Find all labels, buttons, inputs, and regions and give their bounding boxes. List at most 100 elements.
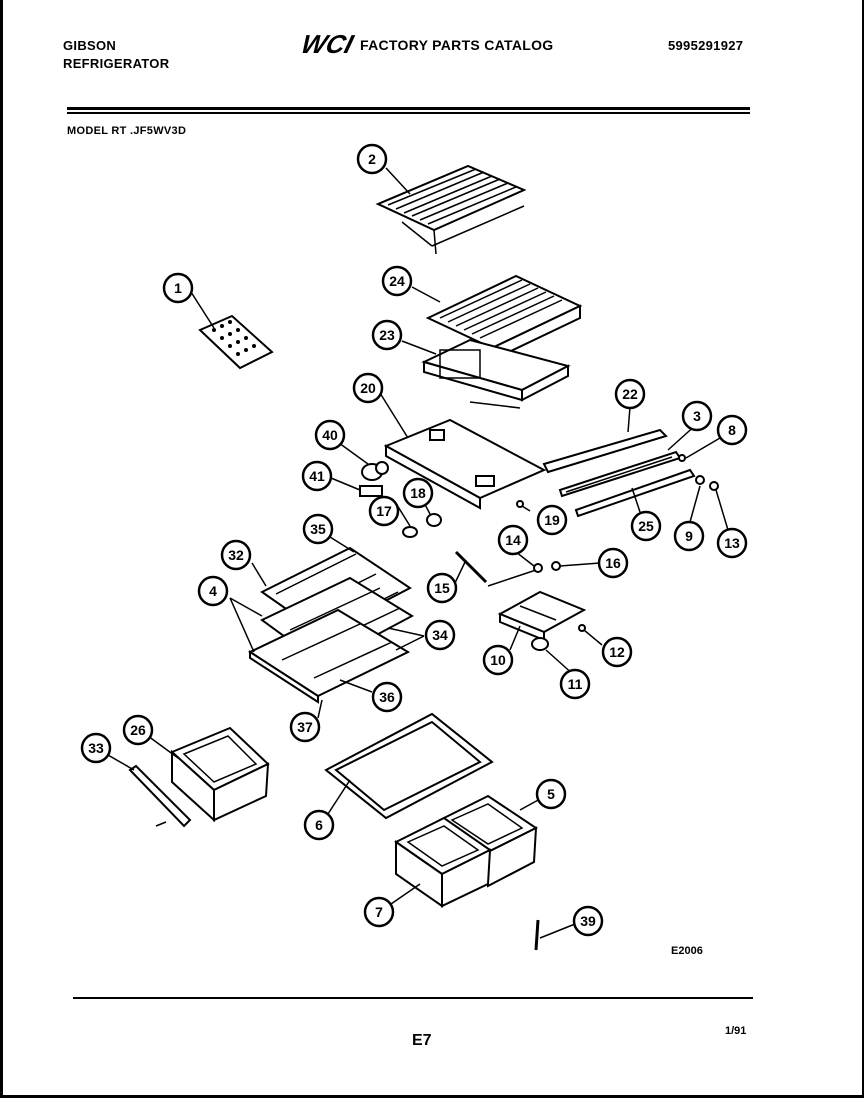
svg-text:7: 7 <box>375 904 383 920</box>
rail-part-33 <box>128 764 192 828</box>
catalog-title: FACTORY PARTS CATALOG <box>360 37 554 53</box>
housing-part-10 <box>497 590 587 642</box>
footer-rule <box>73 997 753 999</box>
egg-tray-part-1 <box>198 314 274 370</box>
wire-shelf-part-2 <box>375 164 527 255</box>
svg-text:8: 8 <box>728 422 736 438</box>
part-number: 5995291927 <box>668 38 744 53</box>
rail-part-22 <box>542 428 668 474</box>
callout-5: 5 <box>535 778 567 810</box>
svg-text:19: 19 <box>544 512 560 528</box>
callout-7: 7 <box>363 896 395 928</box>
callout-23: 23 <box>371 319 403 351</box>
svg-text:35: 35 <box>310 521 326 537</box>
svg-text:2: 2 <box>368 151 376 167</box>
callout-10: 10 <box>482 644 514 676</box>
callout-34: 34 <box>424 619 456 651</box>
screw-part-19 <box>516 500 524 508</box>
crisper-drawer-part-5 <box>438 794 538 888</box>
panel-part-20 <box>383 418 547 510</box>
svg-text:32: 32 <box>228 547 244 563</box>
model-label: MODEL RT .JF5WV3D <box>67 125 187 137</box>
callout-17: 17 <box>368 495 400 527</box>
svg-text:4: 4 <box>209 583 217 599</box>
callout-32: 32 <box>220 539 252 571</box>
bin-part-26 <box>170 726 270 823</box>
fitting-part-14 <box>533 563 543 573</box>
callout-33: 33 <box>80 732 112 764</box>
svg-text:3: 3 <box>693 408 701 424</box>
glass-shelf-part-36 <box>247 608 411 704</box>
rail-part-25 <box>574 468 696 518</box>
svg-text:33: 33 <box>88 740 104 756</box>
svg-text:9: 9 <box>685 528 693 544</box>
callout-8: 8 <box>716 414 748 446</box>
callout-19: 19 <box>536 504 568 536</box>
callout-26: 26 <box>122 714 154 746</box>
revision-date: 1/91 <box>725 1025 747 1037</box>
frame-part-23 <box>421 338 571 409</box>
svg-text:15: 15 <box>434 580 450 596</box>
svg-text:39: 39 <box>580 913 596 929</box>
callout-22: 22 <box>614 378 646 410</box>
screw-part-9 <box>695 475 705 485</box>
callout-15: 15 <box>426 572 458 604</box>
svg-text:12: 12 <box>609 644 625 660</box>
callout-13: 13 <box>716 527 748 559</box>
svg-text:10: 10 <box>490 652 506 668</box>
callout-1: 1 <box>162 272 194 304</box>
svg-text:17: 17 <box>376 503 392 519</box>
svg-text:25: 25 <box>638 518 654 534</box>
svg-text:WCI: WCI <box>298 29 356 57</box>
callout-20: 20 <box>352 372 384 404</box>
page-label: E7 <box>412 1032 432 1049</box>
callout-39: 39 <box>572 905 604 937</box>
screw-part-39 <box>534 919 540 951</box>
svg-text:23: 23 <box>379 327 395 343</box>
fitting-part-16 <box>551 561 561 571</box>
rod-part-15 <box>454 550 488 584</box>
svg-text:24: 24 <box>389 273 405 289</box>
callout-36: 36 <box>371 681 403 713</box>
crisper-drawer-part-7 <box>394 816 492 908</box>
svg-text:14: 14 <box>505 532 521 548</box>
callout-6: 6 <box>303 809 335 841</box>
svg-text:20: 20 <box>360 380 376 396</box>
callout-37: 37 <box>289 711 321 743</box>
svg-text:13: 13 <box>724 535 740 551</box>
callout-3: 3 <box>681 400 713 432</box>
svg-text:40: 40 <box>322 427 338 443</box>
brand-name: GIBSON <box>63 38 117 53</box>
svg-text:11: 11 <box>568 676 583 692</box>
svg-text:6: 6 <box>315 817 323 833</box>
knob-part-11 <box>531 637 549 651</box>
callout-12: 12 <box>601 636 633 668</box>
svg-text:5: 5 <box>547 786 555 802</box>
clip-part-41 <box>359 485 383 497</box>
svg-text:18: 18 <box>410 485 426 501</box>
svg-text:16: 16 <box>605 555 621 571</box>
svg-text:1: 1 <box>174 280 182 296</box>
svg-text:41: 41 <box>309 468 325 484</box>
screw-part-12 <box>578 624 586 632</box>
callout-41: 41 <box>301 460 333 492</box>
callout-11: 11 <box>559 668 591 700</box>
callout-14: 14 <box>497 524 529 556</box>
svg-text:36: 36 <box>379 689 395 705</box>
callout-25: 25 <box>630 510 662 542</box>
header-rule-thin <box>67 112 750 114</box>
callout-18: 18 <box>402 477 434 509</box>
screw-part-13 <box>709 481 719 491</box>
wci-logo: WCI <box>298 29 356 57</box>
cam-part-18 <box>426 513 442 527</box>
screw-part-8 <box>678 454 686 462</box>
svg-text:26: 26 <box>130 722 146 738</box>
shelf-part-24 <box>425 274 583 362</box>
callout-40: 40 <box>314 419 346 451</box>
callout-4: 4 <box>197 575 229 607</box>
svg-text:22: 22 <box>622 386 638 402</box>
callout-16: 16 <box>597 547 629 579</box>
callout-2: 2 <box>356 143 388 175</box>
